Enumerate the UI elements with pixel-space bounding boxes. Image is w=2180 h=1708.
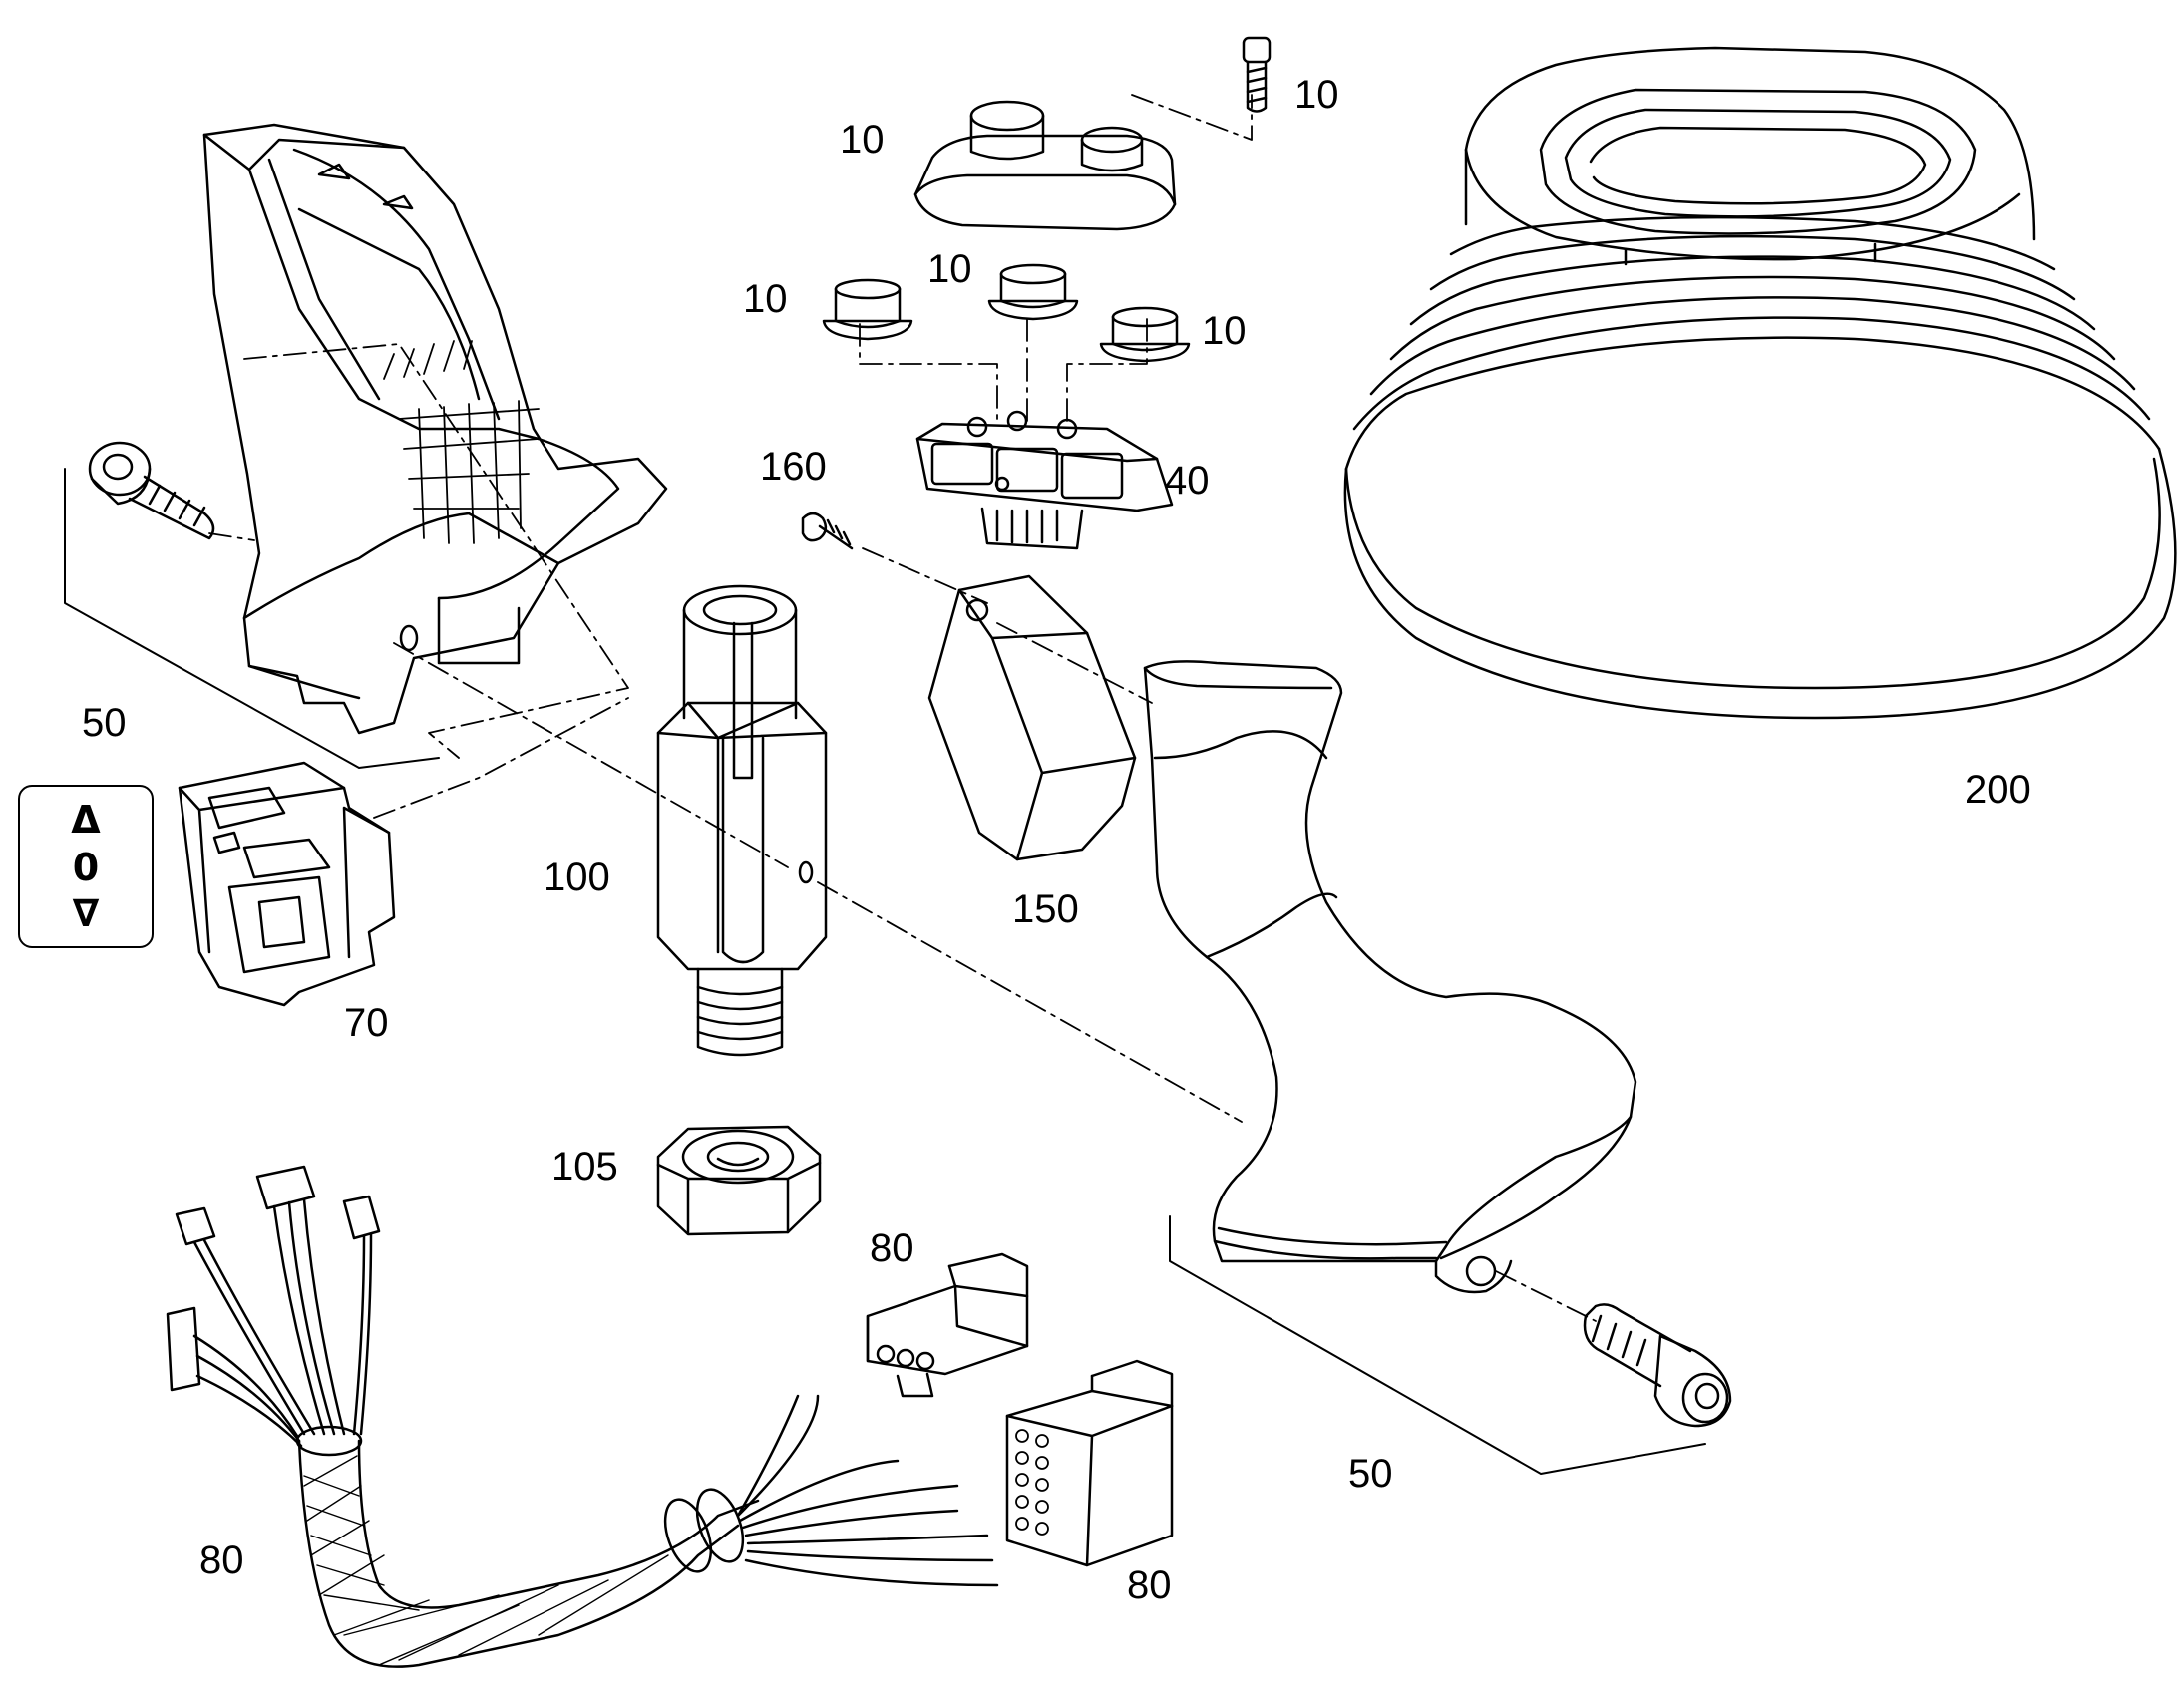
part-100-hex-shaft xyxy=(658,586,826,1055)
label-part-10-screw: 10 xyxy=(1294,73,1339,117)
label-part-70: 70 xyxy=(344,1001,389,1045)
up-triangle-icon: Δ xyxy=(71,798,101,842)
down-triangle-icon: ∇ xyxy=(72,891,100,935)
part-70-rocker-switch xyxy=(180,763,394,1005)
part-50-left-bracket xyxy=(65,469,439,768)
switch-position-badge: Δ 0 ∇ xyxy=(18,785,154,948)
label-part-80-harness: 80 xyxy=(199,1538,244,1582)
label-part-80-connector-large: 80 xyxy=(1127,1563,1172,1607)
neutral-zero-label: 0 xyxy=(72,846,100,889)
leader-lines xyxy=(209,95,1596,1321)
part-80-connector-small xyxy=(868,1254,1027,1396)
label-part-105: 105 xyxy=(551,1145,618,1189)
part-50-right-bolt xyxy=(1585,1304,1730,1426)
label-part-160: 160 xyxy=(760,445,827,489)
label-part-10-button-left: 10 xyxy=(743,277,788,321)
part-50-right-bracket xyxy=(1170,1216,1705,1474)
label-part-40: 40 xyxy=(1165,459,1210,503)
part-10-screw xyxy=(1244,38,1270,112)
label-part-50-left: 50 xyxy=(82,701,127,745)
label-part-10-button-mid: 10 xyxy=(927,247,972,291)
part-80-harness xyxy=(168,1167,997,1667)
part-150-module xyxy=(929,576,1135,859)
part-10-cap xyxy=(915,102,1175,229)
label-part-50-right: 50 xyxy=(1348,1452,1393,1496)
label-part-100: 100 xyxy=(544,855,610,899)
label-part-80-connector-small: 80 xyxy=(870,1226,914,1270)
part-50-left-bolt xyxy=(90,443,213,538)
part-105-hex-nut xyxy=(658,1127,820,1234)
part-50-right-handle xyxy=(1145,661,1635,1292)
part-160-screw xyxy=(803,513,852,548)
label-part-200: 200 xyxy=(1965,768,2031,812)
part-50-left-handle xyxy=(204,125,666,733)
label-part-150: 150 xyxy=(1012,887,1079,931)
part-40-switch-block xyxy=(917,412,1172,548)
label-part-10-button-right: 10 xyxy=(1202,309,1247,353)
label-part-10-cap: 10 xyxy=(840,118,885,162)
part-200-gaiter xyxy=(1345,48,2175,718)
part-10-buttons xyxy=(824,265,1189,361)
part-80-connector-large xyxy=(1007,1361,1172,1565)
